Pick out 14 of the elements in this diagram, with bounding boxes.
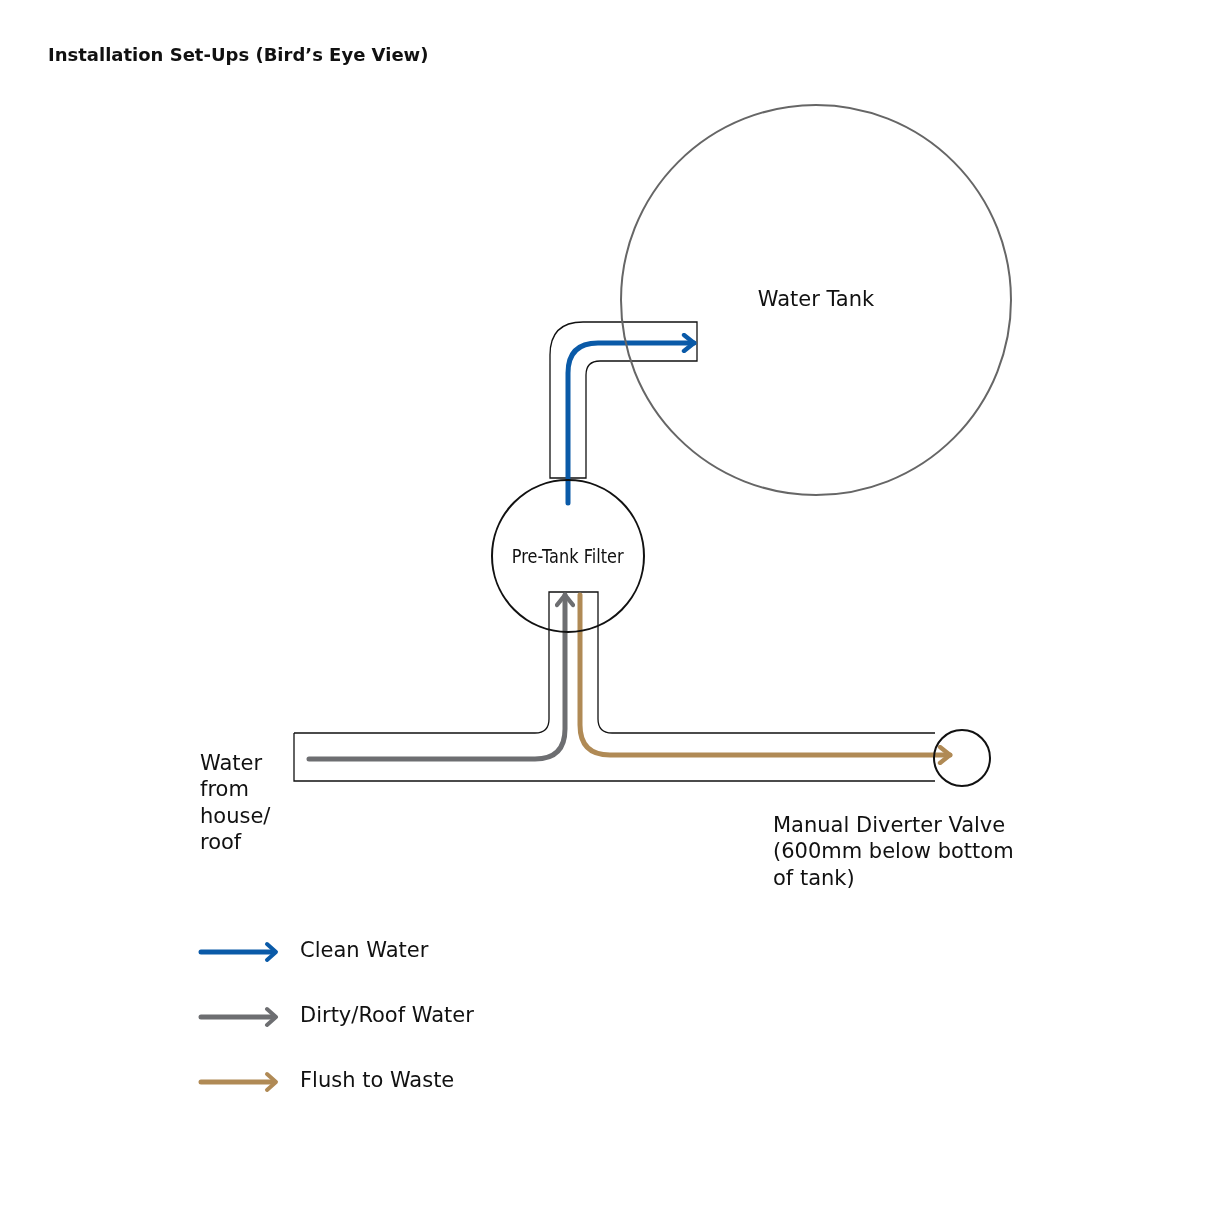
source-label: Water from house/ roof — [200, 750, 280, 855]
tank-circle — [620, 104, 1012, 496]
node-label: Pre-Tank Filter — [512, 544, 624, 568]
valve-label: Manual Diverter Valve (600mm below bottom of tank) — [773, 812, 1015, 891]
title: Installation Set-Ups (Bird’s Eye View) — [48, 44, 429, 65]
arrow — [565, 332, 697, 506]
valve-circle — [933, 729, 991, 787]
legend-label: Dirty/Roof Water — [300, 1003, 474, 1027]
legend-label: Flush to Waste — [300, 1068, 455, 1092]
arrow — [577, 592, 953, 766]
node-label: Water Tank — [757, 287, 875, 313]
arrow — [306, 592, 576, 762]
filter-circle — [491, 479, 645, 633]
legend-label: Clean Water — [300, 938, 429, 962]
